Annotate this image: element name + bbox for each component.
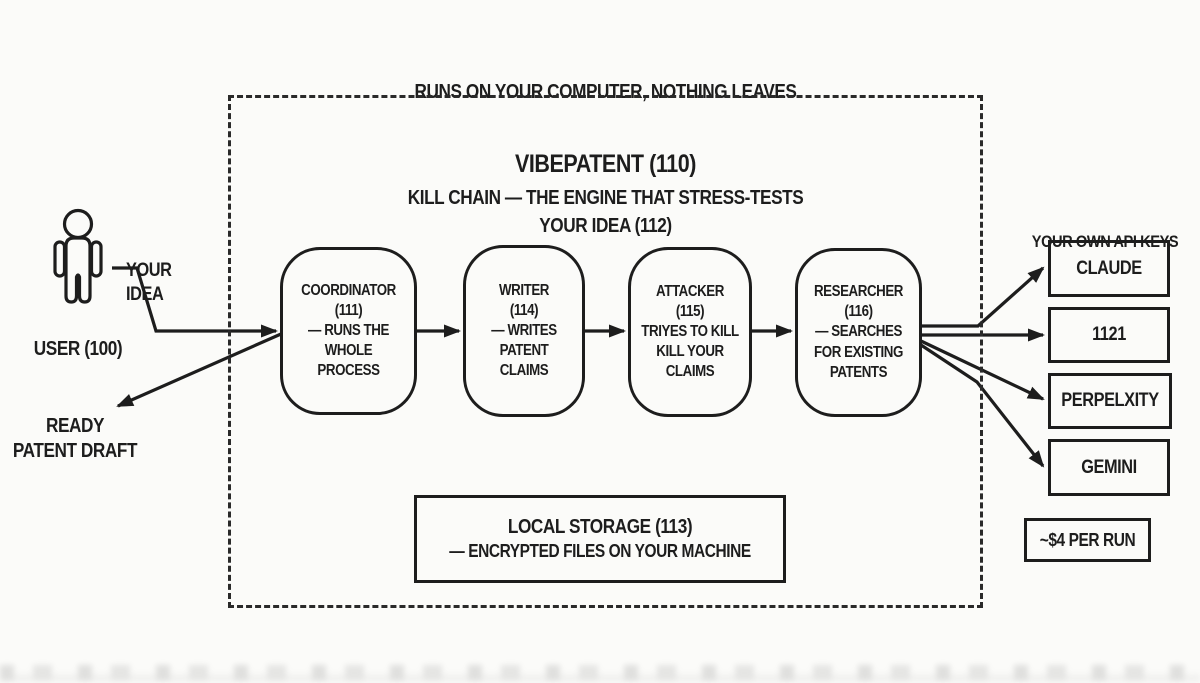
- api-key-label: PERPELXITY: [1061, 390, 1159, 412]
- local-storage-box: LOCAL STORAGE (113) — ENCRYPTED FILES ON…: [414, 495, 786, 583]
- your-idea-label: YOUR IDEA: [126, 259, 172, 305]
- cost-per-run-box: ~$4 PER RUN: [1024, 518, 1151, 562]
- api-key-label: CLAUDE: [1076, 257, 1142, 279]
- system-title: VIBEPATENT (110): [514, 150, 697, 179]
- user-label: USER (100): [33, 338, 123, 360]
- cost-per-run-label: ~$4 PER RUN: [1039, 529, 1136, 550]
- api-key-box-perpelxity: PERPELXITY: [1048, 373, 1172, 429]
- api-key-box-1121: 1121: [1048, 307, 1170, 363]
- arrow-to-ready-patent-draft: [116, 332, 282, 408]
- local-storage-subtitle: — ENCRYPTED FILES ON YOUR MACHINE: [449, 541, 751, 562]
- system-subtitle-line1: KILL CHAIN — THE ENGINE THAT STRESS-TEST…: [407, 187, 804, 209]
- api-key-box-claude: CLAUDE: [1048, 240, 1170, 297]
- arrow-researcher-to-gemini: [920, 343, 1045, 468]
- api-key-label: GEMINI: [1081, 456, 1137, 478]
- local-storage-title: LOCAL STORAGE (113): [507, 516, 693, 539]
- system-subtitle-line2: YOUR IDEA (112): [539, 215, 672, 237]
- arrow-researcher-to-claude: [921, 266, 1045, 328]
- bottom-artifact-smudge: [0, 665, 1200, 681]
- api-key-box-gemini: GEMINI: [1048, 439, 1170, 496]
- privacy-boundary: [228, 95, 983, 608]
- api-key-label: 1121: [1092, 324, 1126, 346]
- arrow-user-to-coordinator: [112, 266, 278, 338]
- user-icon: [53, 208, 103, 304]
